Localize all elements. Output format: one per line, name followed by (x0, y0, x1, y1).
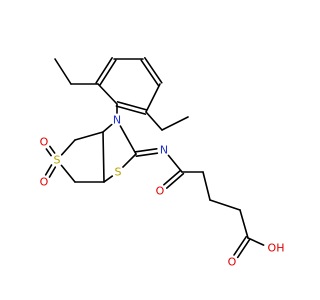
bond-c4-c5-0 (144, 56, 163, 84)
atom-n1: N (113, 114, 121, 127)
bond-c14-n2-0 (134, 148, 158, 153)
bond-s1-o2-1 (44, 164, 53, 176)
atom-label-o1: O (40, 136, 49, 149)
bond-s2-c13 (103, 175, 114, 183)
atom-o5: OH (268, 242, 285, 255)
bond-c2-c3-0 (95, 57, 113, 84)
bond-c20-o5 (247, 237, 265, 246)
atom-n2: N (160, 144, 168, 157)
bond-c13-c12 (102, 131, 105, 183)
bond-c9-c10 (161, 116, 189, 131)
bond-c1-c2 (97, 83, 118, 105)
atom-s1: S (54, 154, 61, 167)
bond-s1-o2-0 (48, 166, 57, 178)
bond-c14-n2-1 (135, 152, 159, 157)
atom-s2: S (115, 166, 122, 179)
bond-c11-s1 (60, 139, 76, 156)
bond-c5-c6 (145, 83, 161, 113)
bond-c16-o3-0 (165, 172, 185, 189)
bond-s1-c15 (60, 164, 76, 183)
bond-c19-c20 (239, 209, 249, 239)
atom-o3: O (156, 185, 165, 198)
atom-o4: O (228, 256, 237, 269)
bond-c12-n1 (102, 123, 113, 133)
bond-c20-o4-1 (233, 235, 247, 256)
bond-c6-c1-1 (116, 101, 148, 111)
bond-n2-c16 (167, 154, 183, 173)
atom-label-o5: OH (268, 242, 285, 255)
bond-n1-c14 (119, 125, 137, 155)
bond-c16-o3-1 (163, 169, 182, 186)
bond-s1-o1-0 (45, 148, 52, 157)
atom-o1: O (40, 136, 49, 149)
atom-label-n2: N (160, 144, 168, 157)
bond-c12-c11 (74, 131, 104, 141)
atom-label-o4: O (228, 256, 237, 269)
bond-c6-c1-0 (115, 105, 147, 115)
atom-o2: O (40, 176, 49, 189)
atom-label-s2: S (115, 166, 122, 179)
bond-c20-o4-0 (236, 238, 251, 259)
bond-layer (44, 56, 265, 259)
atom-label-s1: S (54, 154, 61, 167)
bond-s1-o1-1 (49, 145, 56, 154)
atom-label-o2: O (40, 176, 49, 189)
atom-label-o3: O (156, 185, 165, 198)
bond-c2-c3-1 (99, 59, 117, 86)
bond-c18-c19 (209, 199, 241, 211)
bond-c6-c9 (145, 111, 163, 131)
bond-c14-s2 (122, 153, 137, 168)
bond-c17-c18 (202, 171, 211, 201)
bond-c7-c8 (54, 58, 72, 85)
bond-c4-c5-1 (140, 59, 159, 87)
atom-label-n1: N (113, 114, 121, 127)
